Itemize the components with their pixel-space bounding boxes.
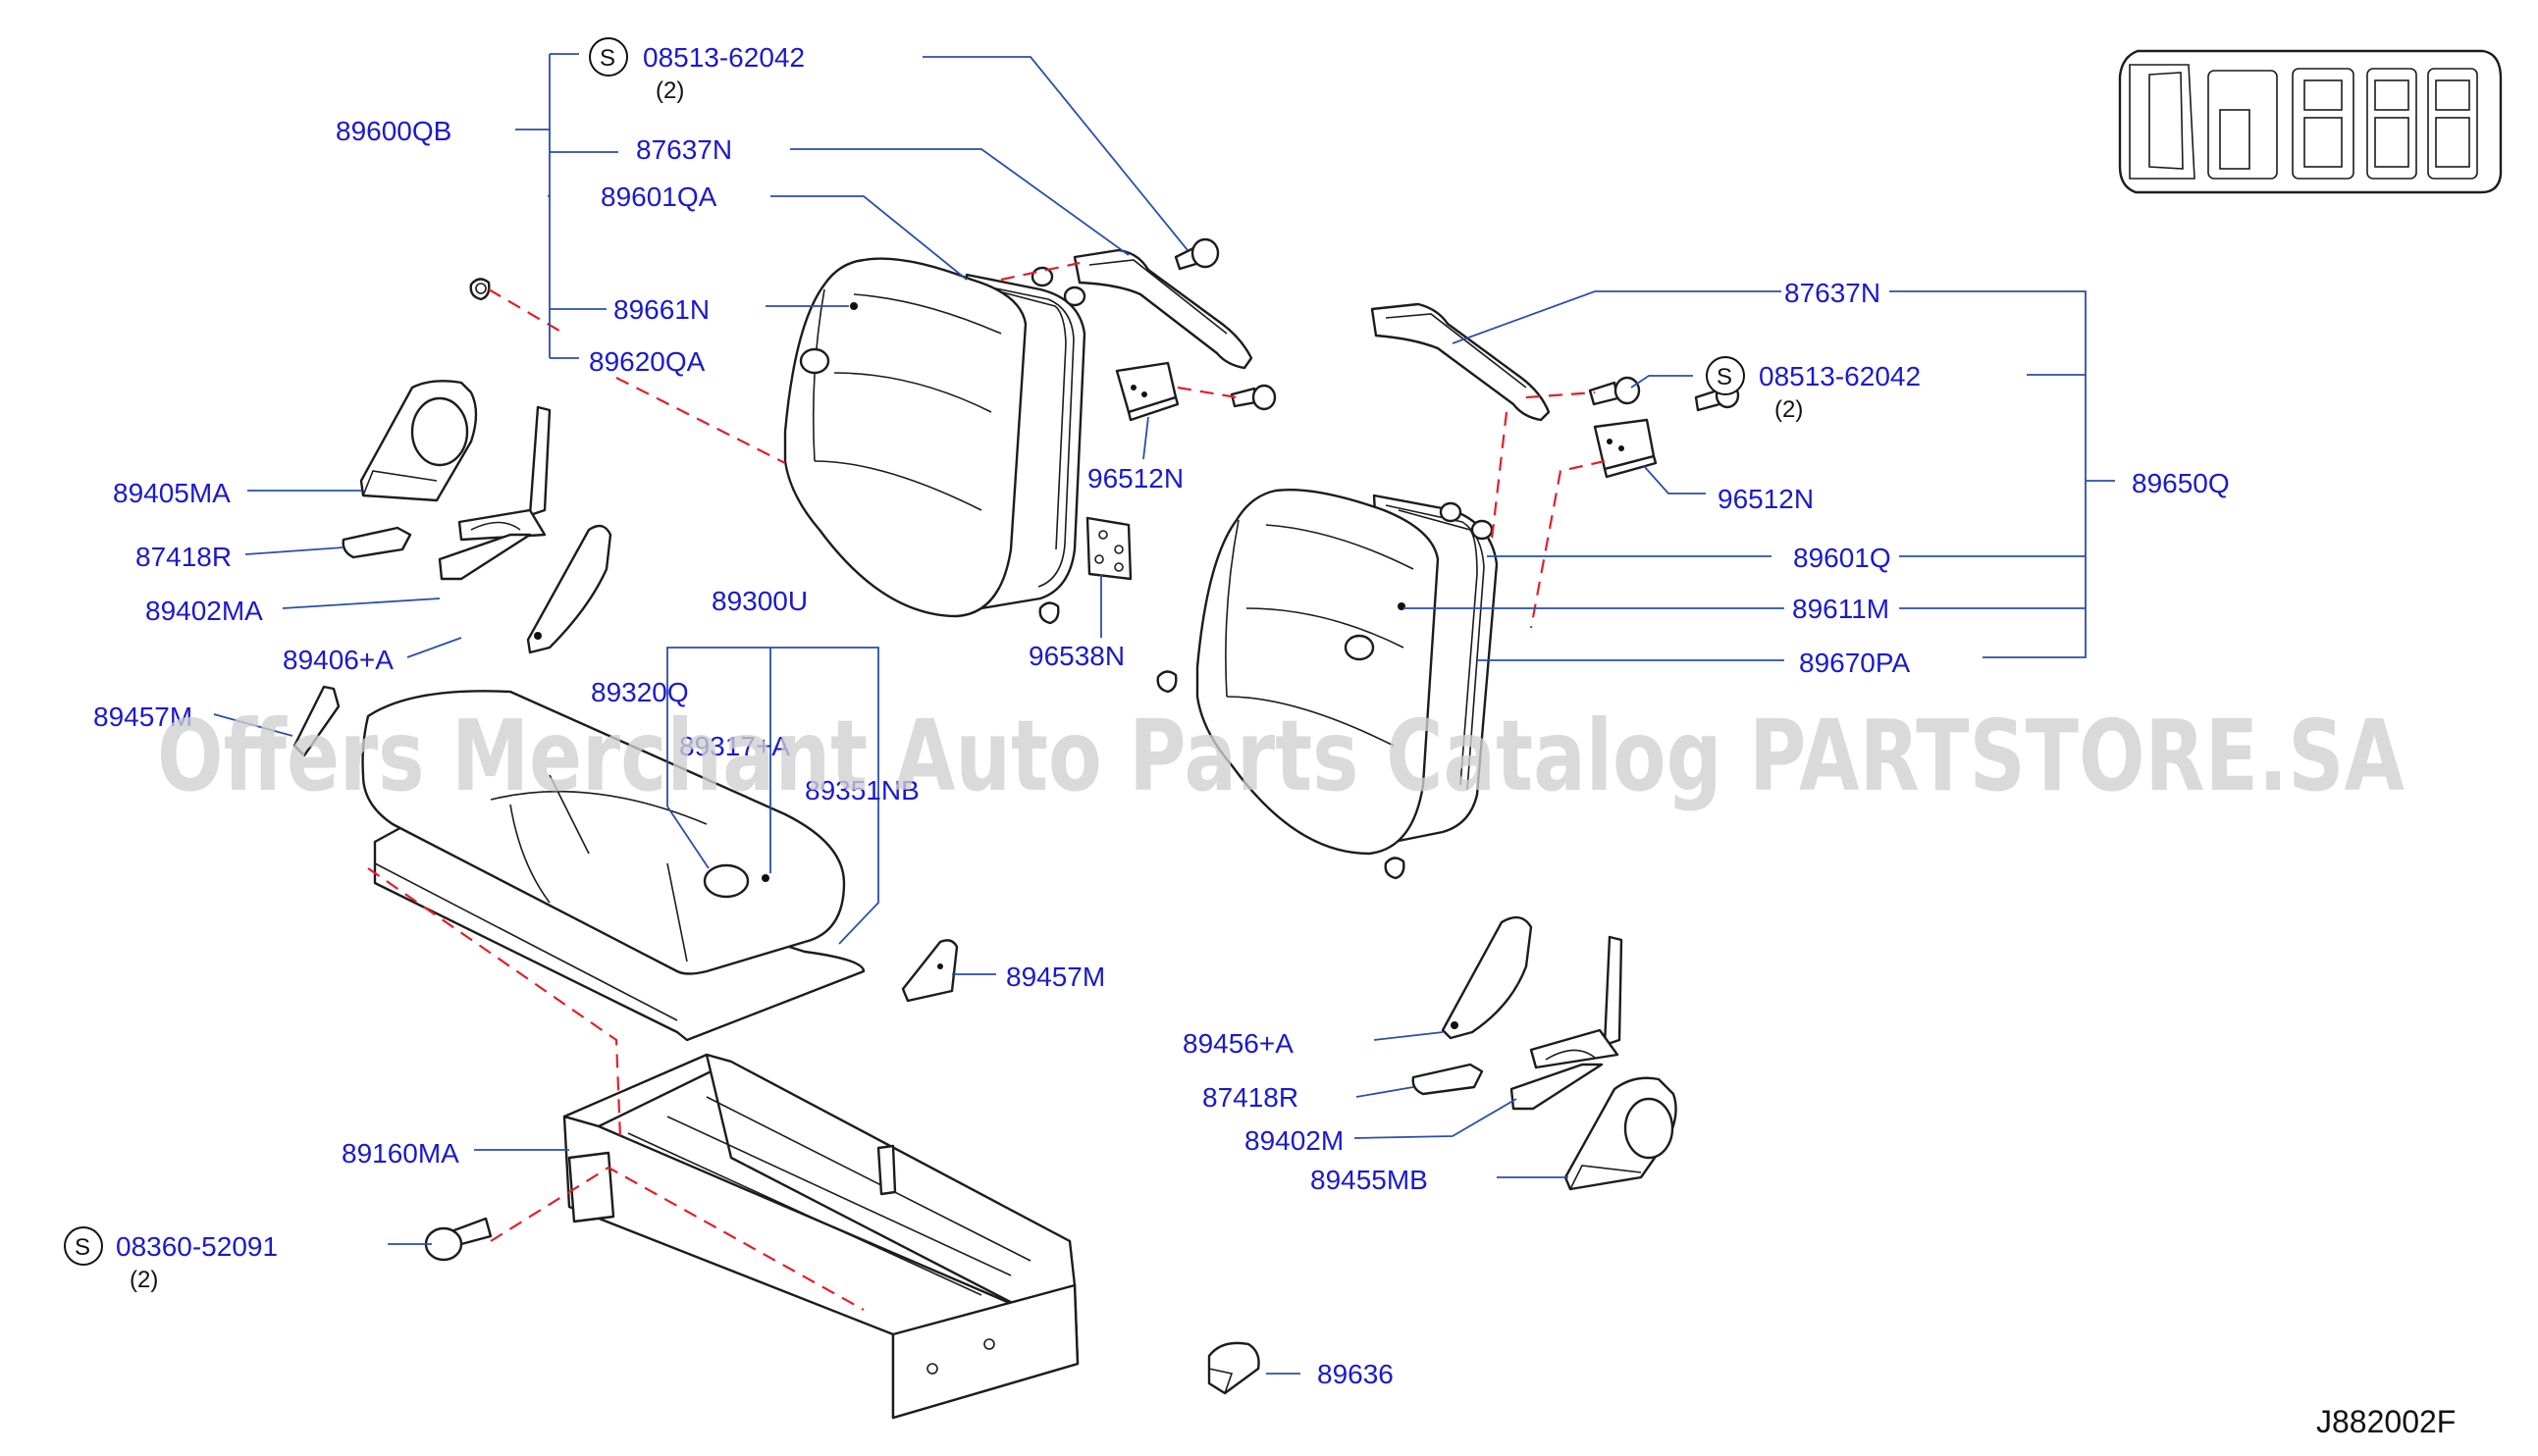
label-87418r-right[interactable]: 87418R	[1202, 1082, 1298, 1113]
label-08513-62042-left[interactable]: 08513-62042	[643, 42, 805, 73]
bolt-08360-52091	[424, 1217, 493, 1262]
cover-89456a	[1441, 915, 1533, 1040]
label-96512n-left[interactable]: 96512N	[1087, 463, 1184, 494]
bracket-89457m-right	[901, 939, 959, 1003]
label-89456a[interactable]: 89456+A	[1183, 1028, 1294, 1059]
label-89406a[interactable]: 89406+A	[283, 645, 394, 675]
standard-symbol-icon-bottom	[64, 1226, 103, 1266]
label-89300u[interactable]: 89300U	[712, 586, 808, 616]
standard-symbol: S	[600, 45, 615, 72]
cap-89636	[1207, 1341, 1260, 1395]
label-89457m-left[interactable]: 89457M	[93, 702, 192, 732]
bracket-96512n-left	[1115, 361, 1277, 422]
label-89402ma[interactable]: 89402MA	[145, 596, 263, 626]
label-08513-62042-right[interactable]: 08513-62042	[1759, 361, 1921, 391]
lever-87418r-right	[1411, 1063, 1484, 1096]
label-89402m[interactable]: 89402M	[1244, 1125, 1344, 1156]
left-seatback-assembly	[469, 257, 1086, 618]
recliner-89402ma	[438, 405, 552, 581]
drawing-code: J882002F	[2316, 1404, 2456, 1439]
label-89457m-right[interactable]: 89457M	[1006, 962, 1105, 992]
label-89351nb[interactable]: 89351NB	[805, 775, 920, 806]
watermark: Offers Merchant Auto Parts Catalog PARTS…	[157, 699, 2405, 813]
bracket-96512n-right	[1593, 418, 1658, 479]
label-89601qa[interactable]: 89601QA	[601, 182, 717, 212]
qty-08513-62042-right: (2)	[1774, 396, 1803, 423]
bolt-08513-left	[1174, 237, 1220, 271]
label-89670pa[interactable]: 89670PA	[1799, 648, 1910, 678]
label-89405ma[interactable]: 89405MA	[113, 478, 231, 508]
standard-symbol-icon	[589, 37, 628, 77]
label-89455mb[interactable]: 89455MB	[1310, 1165, 1428, 1195]
recliner-89402m	[1509, 935, 1623, 1111]
label-89611m[interactable]: 89611M	[1792, 594, 1889, 624]
recliner-cover-89455mb	[1563, 1076, 1677, 1191]
seat-cushion-assembly	[361, 690, 866, 1042]
label-96538n[interactable]: 96538N	[1029, 641, 1125, 671]
label-89661n[interactable]: 89661N	[613, 294, 710, 325]
vehicle-thumbnail	[2118, 49, 2503, 194]
label-89601q[interactable]: 89601Q	[1793, 543, 1891, 573]
label-08360-52091[interactable]: 08360-52091	[116, 1231, 278, 1262]
label-89317a[interactable]: 89317+A	[679, 731, 790, 761]
right-seatback-assembly	[1156, 488, 1499, 880]
right-grab-handle	[1370, 302, 1551, 422]
bracket-89457m-left	[292, 685, 341, 757]
qty-08513-62042-left: (2)	[656, 78, 684, 104]
label-89636[interactable]: 89636	[1317, 1359, 1394, 1389]
seat-frame-89160ma	[562, 1053, 1080, 1420]
label-87637n-right[interactable]: 87637N	[1784, 278, 1880, 308]
qty-08360-52091: (2)	[130, 1267, 158, 1293]
left-grab-handle	[1073, 248, 1253, 370]
label-96512n-right[interactable]: 96512N	[1718, 484, 1814, 514]
part-labels: S 08513-62042 (2) 89600QB 87637N 89601QA…	[64, 37, 2456, 1439]
label-87418r-left[interactable]: 87418R	[135, 542, 232, 572]
label-89160ma[interactable]: 89160MA	[342, 1138, 459, 1169]
label-87637n-left[interactable]: 87637N	[636, 134, 732, 165]
standard-symbol-right: S	[1717, 364, 1732, 390]
hinge-96538n	[1038, 516, 1133, 625]
label-89650q[interactable]: 89650Q	[2132, 468, 2230, 498]
lever-87418r-left	[342, 526, 412, 559]
leader-lines	[213, 53, 2115, 1375]
label-89600qb[interactable]: 89600QB	[336, 116, 451, 146]
standard-symbol-icon-right	[1706, 356, 1745, 395]
label-89320q[interactable]: 89320Q	[591, 677, 689, 707]
assembly-lines	[367, 261, 1606, 1311]
cover-89406a	[526, 524, 612, 654]
label-89620qa[interactable]: 89620QA	[589, 346, 706, 377]
recliner-cover-89405ma	[359, 380, 478, 502]
standard-symbol-bottom: S	[75, 1234, 90, 1261]
